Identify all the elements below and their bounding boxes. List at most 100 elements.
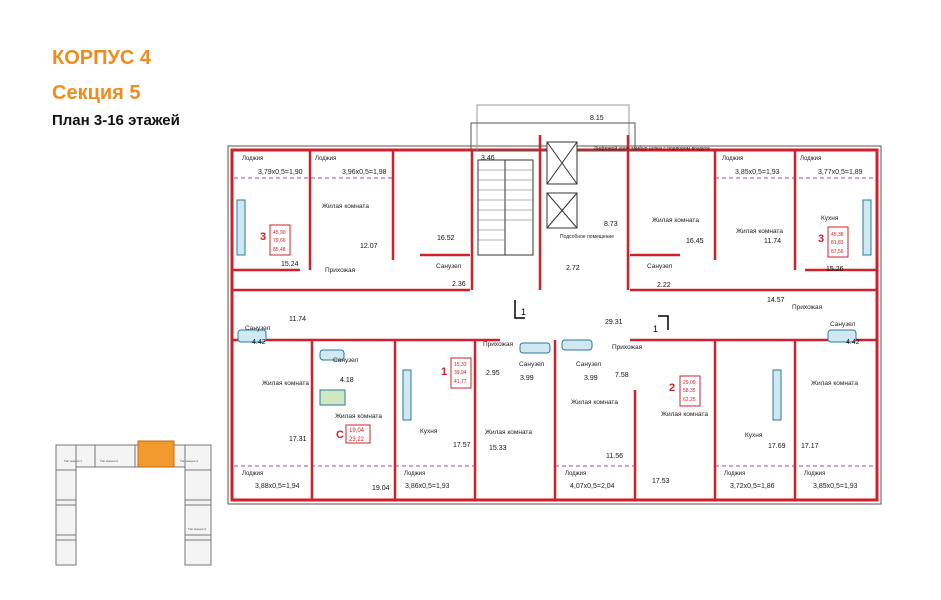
room-label: Лоджия	[800, 156, 821, 162]
room-label: Лоджия	[565, 471, 586, 477]
svg-text:3: 3	[260, 231, 266, 243]
svg-text:45,90: 45,90	[273, 230, 286, 236]
room-label: Жилая комната	[485, 429, 532, 436]
staircase	[477, 159, 534, 256]
area-value: 3.99	[584, 375, 598, 382]
room-label: Жилая комната	[652, 217, 699, 224]
room-label: Жилая комната	[661, 411, 708, 418]
svg-text:2: 2	[669, 382, 675, 394]
area-value: 4.18	[340, 377, 354, 384]
site-minimap: Тип секции 1 Тип секции 2 Тип секции 3 Т…	[55, 440, 212, 566]
room-label: Жилая комната	[736, 228, 783, 235]
area-value: 2.95	[486, 370, 500, 377]
svg-text:С: С	[336, 429, 344, 441]
svg-text:19,04: 19,04	[349, 428, 365, 434]
area-value: 15.24	[281, 261, 299, 268]
building-title: КОРПУС 4	[52, 47, 152, 69]
floor-plan-title: План 3-16 этажей	[52, 112, 180, 129]
room-label: Подсобное помещение	[560, 234, 614, 240]
area-value: 4.42	[252, 339, 266, 346]
room-label: Санузел	[333, 357, 359, 364]
room-label: Жилая комната	[322, 203, 369, 210]
loggia-size: 3,88х0,5=1,94	[255, 483, 300, 490]
room-label: Жилая комната	[811, 380, 858, 387]
room-label: Жилая комната	[335, 413, 382, 420]
area-value: 12.07	[360, 243, 378, 250]
room-label: Кухня	[821, 215, 839, 222]
svg-text:85,48: 85,48	[273, 247, 286, 253]
room-label: Кухня	[420, 428, 438, 435]
svg-text:45,38: 45,38	[831, 232, 844, 238]
apartment-badge-2: 2 29,09 58,35 62,25	[669, 375, 701, 407]
area-value: 3.99	[520, 375, 534, 382]
area-value: 2.72	[566, 265, 580, 272]
area-value: 16.45	[686, 238, 704, 245]
apartment-badge-1: 1 15,33 39,94 41,77	[441, 357, 472, 389]
room-label: Прихожая	[483, 341, 514, 348]
room-label: Жилая комната	[262, 380, 309, 387]
section-cut-marker	[514, 300, 669, 330]
loggia-size: 3,85х0,5=1,93	[813, 483, 858, 490]
room-label: Лоджия	[804, 471, 825, 477]
svg-text:58,35: 58,35	[683, 388, 696, 394]
svg-text:41,77: 41,77	[454, 379, 467, 385]
area-value: 2.22	[657, 282, 671, 289]
room-label: Жилая комната	[571, 399, 618, 406]
room-label: Лоджия	[722, 156, 743, 162]
svg-text:39,94: 39,94	[454, 370, 467, 376]
area-value: 8.15	[590, 115, 604, 122]
apartment-badge-studio: С 19,04 23,22	[336, 424, 371, 444]
area-value: 4.42	[846, 339, 860, 346]
section-title: Секция 5	[52, 82, 141, 104]
area-value: 3.46	[481, 155, 495, 162]
area-value: 2.36	[452, 281, 466, 288]
area-value: 8.73	[604, 221, 618, 228]
room-label: Лоджия	[724, 471, 745, 477]
area-value: 17.57	[453, 442, 471, 449]
loggia-size: 3,85х0,5=1,93	[735, 169, 780, 176]
svg-text:15,33: 15,33	[454, 362, 467, 368]
svg-text:62,25: 62,25	[683, 397, 696, 403]
room-label: Санузел	[647, 263, 673, 270]
minimap-label: Тип секции 4	[188, 527, 206, 531]
room-label: Кухня	[745, 432, 763, 439]
svg-text:1: 1	[441, 366, 447, 378]
area-value: 19.04	[372, 485, 390, 492]
loggia-size: 3,96х0,5=1,98	[342, 169, 387, 176]
area-value: 11.56	[606, 453, 623, 460]
svg-text:29,09: 29,09	[683, 380, 696, 386]
minimap-label: Тип секции 3	[180, 459, 198, 463]
room-label: Прихожая	[325, 267, 356, 274]
area-value: 7.58	[615, 372, 629, 379]
room-label: Санузел	[830, 321, 856, 328]
area-value: 17.31	[289, 436, 307, 443]
interior-walls	[232, 135, 877, 500]
area-value: 14.57	[767, 297, 785, 304]
bathroom-fixtures	[236, 199, 872, 421]
area-value: 11.74	[764, 238, 781, 245]
room-label: Лоджия	[315, 156, 336, 162]
section-mark: 1	[653, 324, 658, 334]
area-value: 15.33	[489, 445, 507, 452]
room-label: Прихожая	[612, 344, 643, 351]
room-label: Лоджия	[242, 156, 263, 162]
svg-text:81,83: 81,83	[831, 240, 844, 246]
room-label: Санузел	[576, 361, 602, 368]
section-mark: 1	[521, 307, 526, 317]
area-value: 16.52	[437, 235, 455, 242]
area-value: 17.17	[801, 443, 819, 450]
svg-text:79,66: 79,66	[273, 238, 286, 244]
area-value: 17.69	[768, 443, 786, 450]
room-label: Лоджия	[242, 471, 263, 477]
svg-text:3: 3	[818, 233, 824, 245]
room-label: Прихожая	[792, 304, 823, 311]
room-label: Лифтовой холл тамбур-шлюз с подпором воз…	[594, 145, 710, 152]
loggia-size: 3,72х0,5=1,86	[730, 483, 775, 490]
loggia-size: 3,77х0,5=1,89	[818, 169, 863, 176]
lift-shafts	[546, 141, 578, 229]
loggia-size: 3,86х0,5=1,93	[405, 483, 450, 490]
svg-text:87,56: 87,56	[831, 249, 844, 255]
room-label: Санузел	[519, 361, 545, 368]
current-section-highlight	[137, 440, 175, 468]
